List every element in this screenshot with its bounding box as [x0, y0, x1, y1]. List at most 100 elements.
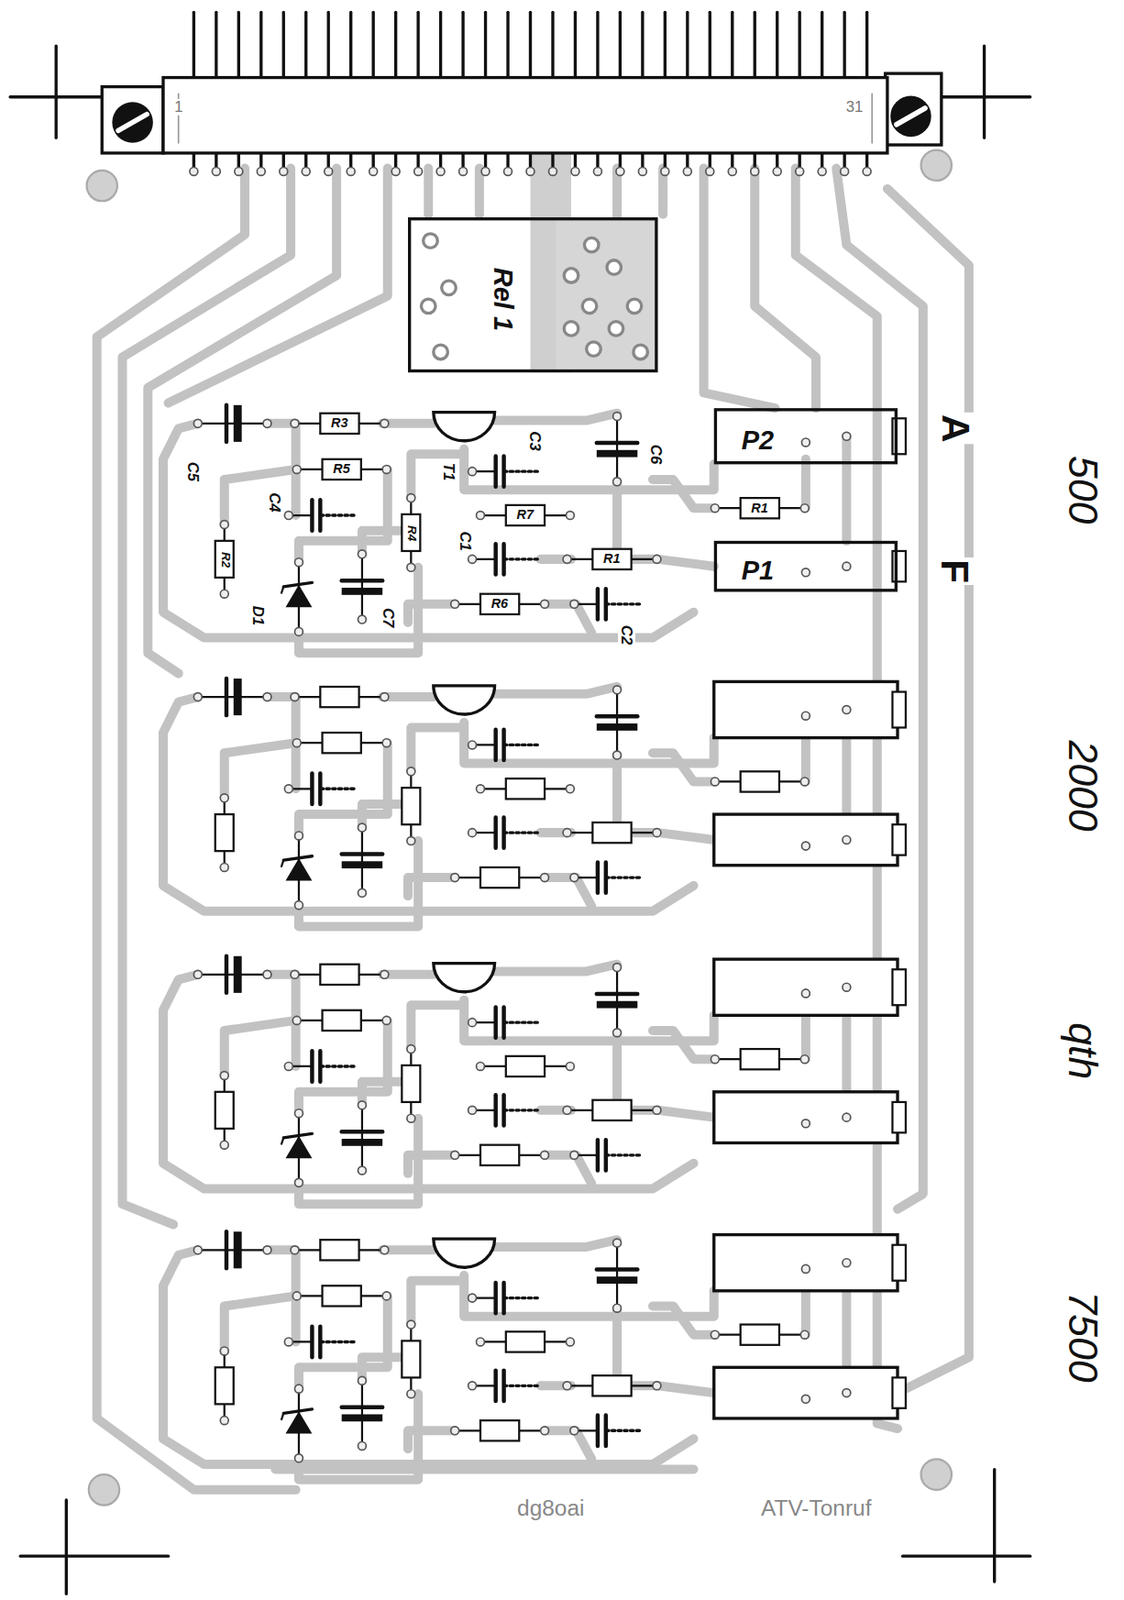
capacitor-symbol [318, 1326, 322, 1357]
capacitor-lead [473, 1296, 496, 1299]
capacitor-lead [576, 876, 598, 879]
solder-pad [842, 982, 851, 992]
solder-pad [570, 599, 579, 608]
component-label: T1 [440, 460, 457, 483]
solder-pad [290, 693, 299, 702]
connector-pin [618, 11, 622, 78]
solder-pad [263, 1245, 272, 1255]
electrolytic-capacitor-symbol [341, 1129, 384, 1134]
capacitor-symbol [501, 455, 506, 486]
solder-pad [284, 784, 293, 794]
connector-pin [663, 11, 667, 78]
copper-trace [298, 1393, 419, 1479]
solder-pad [570, 1426, 579, 1435]
copper-trace [540, 1105, 572, 1115]
solder-pad [407, 1113, 416, 1123]
capacitor-symbol [309, 1326, 314, 1357]
solder-pad [357, 1376, 366, 1385]
solder-pad [842, 562, 851, 571]
frequency-label: qth [1060, 1020, 1106, 1081]
connector-pin [753, 11, 757, 78]
capacitor-symbol [318, 499, 322, 530]
capacitor-lead [504, 1108, 541, 1112]
copper-trace [298, 1020, 388, 1113]
component-label: C1 [455, 528, 473, 553]
copper-trace [801, 1285, 811, 1334]
capacitor-lead [606, 602, 643, 606]
solder-pad [380, 418, 389, 428]
connector-pin [506, 11, 509, 78]
solder-pad [357, 888, 366, 897]
copper-trace [801, 732, 811, 782]
connector-pin [865, 11, 869, 78]
solder-pad [263, 693, 272, 702]
transistor-symbol [433, 685, 496, 715]
solder-pad [562, 1105, 572, 1114]
electrolytic-capacitor-symbol [596, 991, 639, 996]
copper-trace [224, 1020, 297, 1076]
capacitor-symbol [501, 543, 506, 574]
capacitor-symbol [501, 1006, 506, 1037]
capacitor-lead [319, 1064, 357, 1068]
copper-trace [540, 554, 572, 564]
transistor-symbol [433, 412, 496, 441]
copper-trace [495, 964, 618, 972]
capacitor-lead [504, 1296, 541, 1300]
solder-pad [565, 784, 574, 794]
capacitor-lead [319, 787, 357, 791]
copper-trace [224, 1295, 297, 1351]
capacitor-symbol [493, 543, 497, 574]
zener-diode-symbol [281, 586, 284, 594]
copper-trace [298, 469, 388, 562]
copper-trace [545, 1155, 592, 1184]
solder-pad [382, 1015, 391, 1025]
solder-pad [468, 740, 477, 750]
solder-pad [476, 511, 485, 520]
capacitor-lead [290, 1065, 312, 1068]
crop-mark [903, 1554, 1031, 1558]
relay-pin [608, 321, 624, 337]
solder-pad [468, 467, 477, 476]
relay-pin [633, 344, 649, 360]
connector-pin [528, 11, 532, 78]
zener-diode-symbol [286, 1135, 313, 1158]
resistor-symbol [506, 778, 545, 799]
solder-pad [540, 1150, 550, 1159]
copper-trace [410, 1004, 464, 1049]
electrolytic-capacitor-symbol [341, 578, 384, 583]
solder-pad [750, 167, 760, 177]
solder-pad [234, 167, 243, 177]
solder-pad [256, 167, 265, 177]
solder-pad [613, 685, 622, 695]
potentiometer-knob [892, 824, 905, 855]
solder-pad [570, 873, 579, 882]
copper-trace [540, 1380, 572, 1390]
solder-pad [301, 167, 310, 177]
connector-pin [842, 11, 846, 78]
signal-label: A [932, 412, 975, 445]
copper-trace [652, 479, 715, 508]
solder-pad [801, 989, 810, 998]
copper-trace [887, 188, 970, 1393]
capacitor-lead [606, 1153, 643, 1157]
capacitor-lead [473, 1021, 496, 1024]
solder-pad [565, 511, 574, 520]
capacitor-lead [504, 743, 541, 747]
electrolytic-capacitor-symbol [596, 1276, 639, 1284]
electrolytic-capacitor-symbol [233, 405, 243, 442]
capacitor-symbol [595, 1415, 600, 1446]
solder-pad [613, 412, 622, 421]
copper-trace [495, 413, 618, 421]
solder-pad [357, 550, 366, 559]
electrolytic-capacitor-symbol [233, 678, 243, 716]
copper-trace [704, 168, 776, 409]
electrolytic-capacitor-symbol [596, 1267, 639, 1271]
capacitor-symbol [493, 1006, 497, 1037]
solder-pad [380, 969, 389, 979]
capacitor-symbol [501, 1282, 506, 1313]
connector-pin [798, 11, 802, 78]
pin-number: 1 [172, 98, 186, 115]
connector-bracket [885, 73, 942, 145]
